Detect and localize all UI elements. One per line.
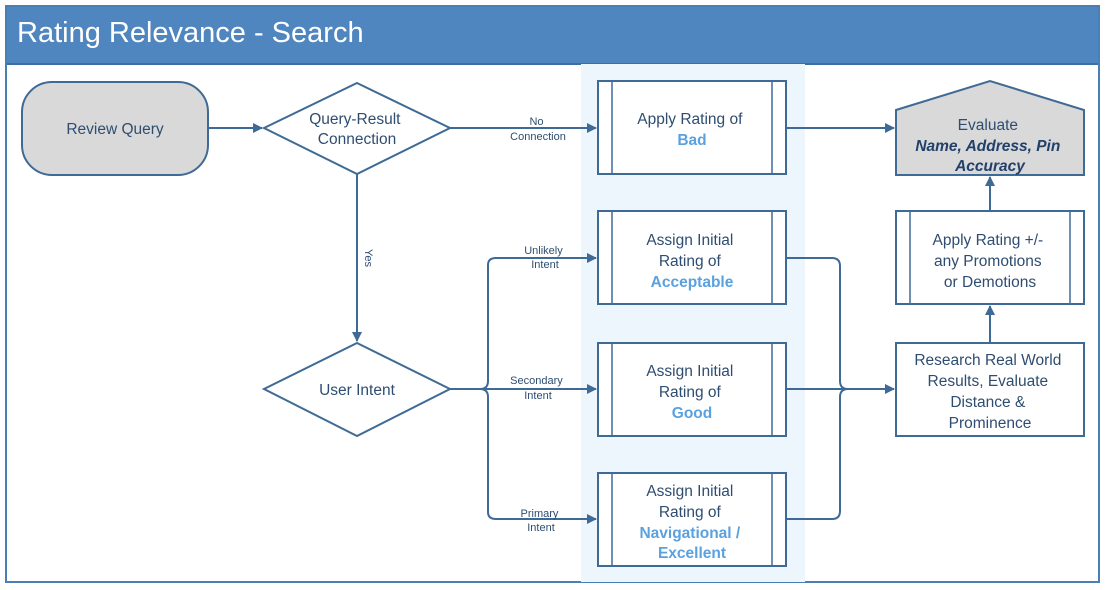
acceptable-rating-node xyxy=(597,210,787,305)
label-secondary-intent: Secondary Intent xyxy=(510,375,566,402)
connection-decision xyxy=(261,81,453,176)
label-yes: Yes xyxy=(362,249,374,267)
research-label: Research Real World Results, Evaluate Di… xyxy=(914,352,1065,432)
label-primary-intent: Primary Intent xyxy=(521,508,562,534)
excellent-rating-label: Assign Initial Rating of Navigational / … xyxy=(639,483,744,562)
edge-intent-to-acceptable xyxy=(479,253,597,390)
good-rating-node xyxy=(597,342,787,437)
bad-rating-label: Apply Rating of Bad xyxy=(637,111,746,149)
apply-rating-node xyxy=(895,210,1085,305)
label-unlikely-intent: Unlikely Intent xyxy=(524,245,566,271)
evaluate-node xyxy=(895,79,1085,176)
user-intent-label: User Intent xyxy=(319,382,396,399)
bad-rating-node xyxy=(597,80,787,175)
research-node xyxy=(895,342,1085,437)
diagram-title: Rating Relevance - Search xyxy=(17,17,364,49)
good-rating-label: Assign Initial Rating of Good xyxy=(646,363,737,422)
acceptable-rating-label: Assign Initial Rating of Acceptable xyxy=(646,232,737,291)
label-no-connection: No Connection xyxy=(510,116,566,143)
connection-label: Query-Result Connection xyxy=(309,111,405,148)
edge-intent-to-excellent xyxy=(479,388,597,524)
user-intent-decision xyxy=(261,341,453,438)
title-bar: Rating Relevance - Search xyxy=(7,7,1098,65)
excellent-rating-node xyxy=(597,472,787,567)
review-query-label: Review Query xyxy=(66,121,164,138)
apply-rating-label: Apply Rating +/- any Promotions or Demot… xyxy=(932,232,1047,291)
connectors xyxy=(208,123,995,524)
evaluate-label: Evaluate Name, Address, Pin Accuracy xyxy=(915,117,1064,175)
